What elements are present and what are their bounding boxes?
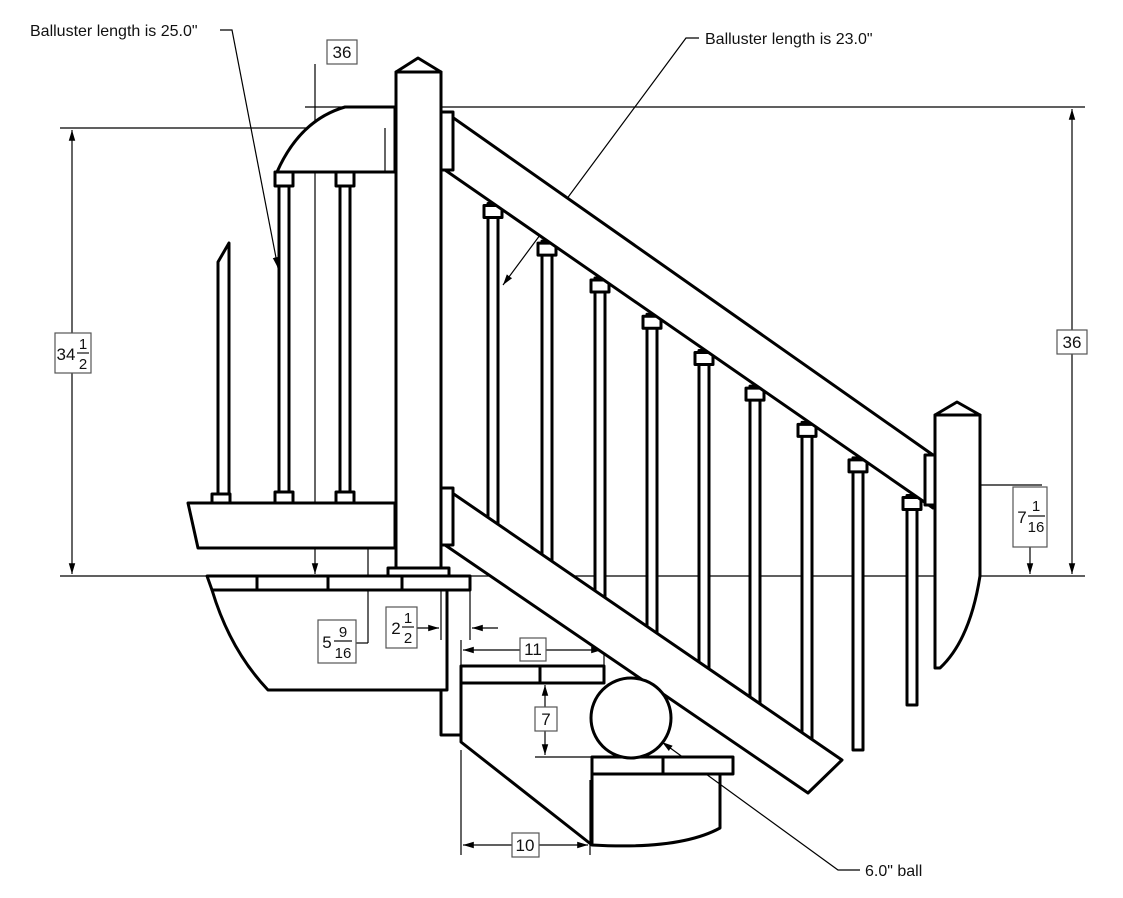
baluster-length-right-label: Balluster length is 23.0" [705,31,873,48]
stair-baluster [697,349,711,698]
svg-text:16: 16 [335,645,352,662]
stair-baluster [540,239,554,590]
dim-tread-depth: 11 [519,637,547,662]
baluster-cap [482,203,504,219]
svg-text:2: 2 [79,356,87,373]
stair-baluster [645,312,659,663]
svg-text:34: 34 [57,345,76,364]
baluster-length-left-label: Balluster length is 25.0" [30,23,198,40]
landing-fascia [210,589,449,692]
baluster-cap [796,422,818,438]
stair-baluster [593,276,607,627]
svg-text:1: 1 [79,336,87,353]
landing-tread [205,574,472,592]
baluster-cap [901,495,923,511]
dim-landing-rail-height: 34 1 2 [54,332,92,374]
dim-riser-height: 7 [534,706,558,732]
stair-top-rail [443,110,935,510]
baluster-cap [589,278,611,294]
baluster-cap [744,386,766,402]
stair-baluster [486,201,500,553]
svg-text:36: 36 [1063,333,1082,352]
svg-text:11: 11 [524,640,542,659]
svg-text:16: 16 [1028,519,1045,536]
svg-text:1: 1 [1032,498,1040,515]
svg-text:10: 10 [516,836,535,855]
stair-baluster [905,493,919,707]
ball [589,676,673,760]
dim-bottom-rail-gap-left: 5 9 16 [317,619,357,664]
svg-text:2: 2 [404,630,412,647]
dim-right-36: 36 [1056,329,1088,355]
dim-post-offset: 2 1 2 [385,606,418,649]
dim-bottom-rail-gap-right: 7 1 16 [1012,486,1048,548]
dim-top-left-36: 36 [326,39,358,65]
ball-label: 6.0" ball [865,863,922,880]
svg-text:9: 9 [339,624,347,641]
lower-riser [590,774,722,848]
dim-bottom-step-run: 10 [511,832,540,858]
upper-tread [459,664,606,685]
stair-railing [439,110,937,795]
steps [459,664,735,848]
svg-text:36: 36 [333,43,352,62]
baluster-cap [536,241,558,257]
stair-baluster [748,384,762,734]
svg-text:7: 7 [541,710,550,729]
svg-text:5: 5 [322,633,331,652]
baluster-cap [847,458,869,474]
baluster-cap [693,351,715,367]
spike-baluster [216,241,231,500]
landing-balusters [210,170,356,505]
upper-riser [459,683,593,847]
end-post [933,400,982,670]
stair-baluster [851,456,865,752]
newel-post [386,56,451,578]
svg-text:7: 7 [1017,508,1026,527]
baluster-cap [641,314,663,330]
landing-top-rail [275,105,397,174]
svg-text:2: 2 [391,619,400,638]
landing-bottom-rail [186,501,397,550]
svg-text:1: 1 [404,610,412,627]
stair-baluster [800,420,814,769]
